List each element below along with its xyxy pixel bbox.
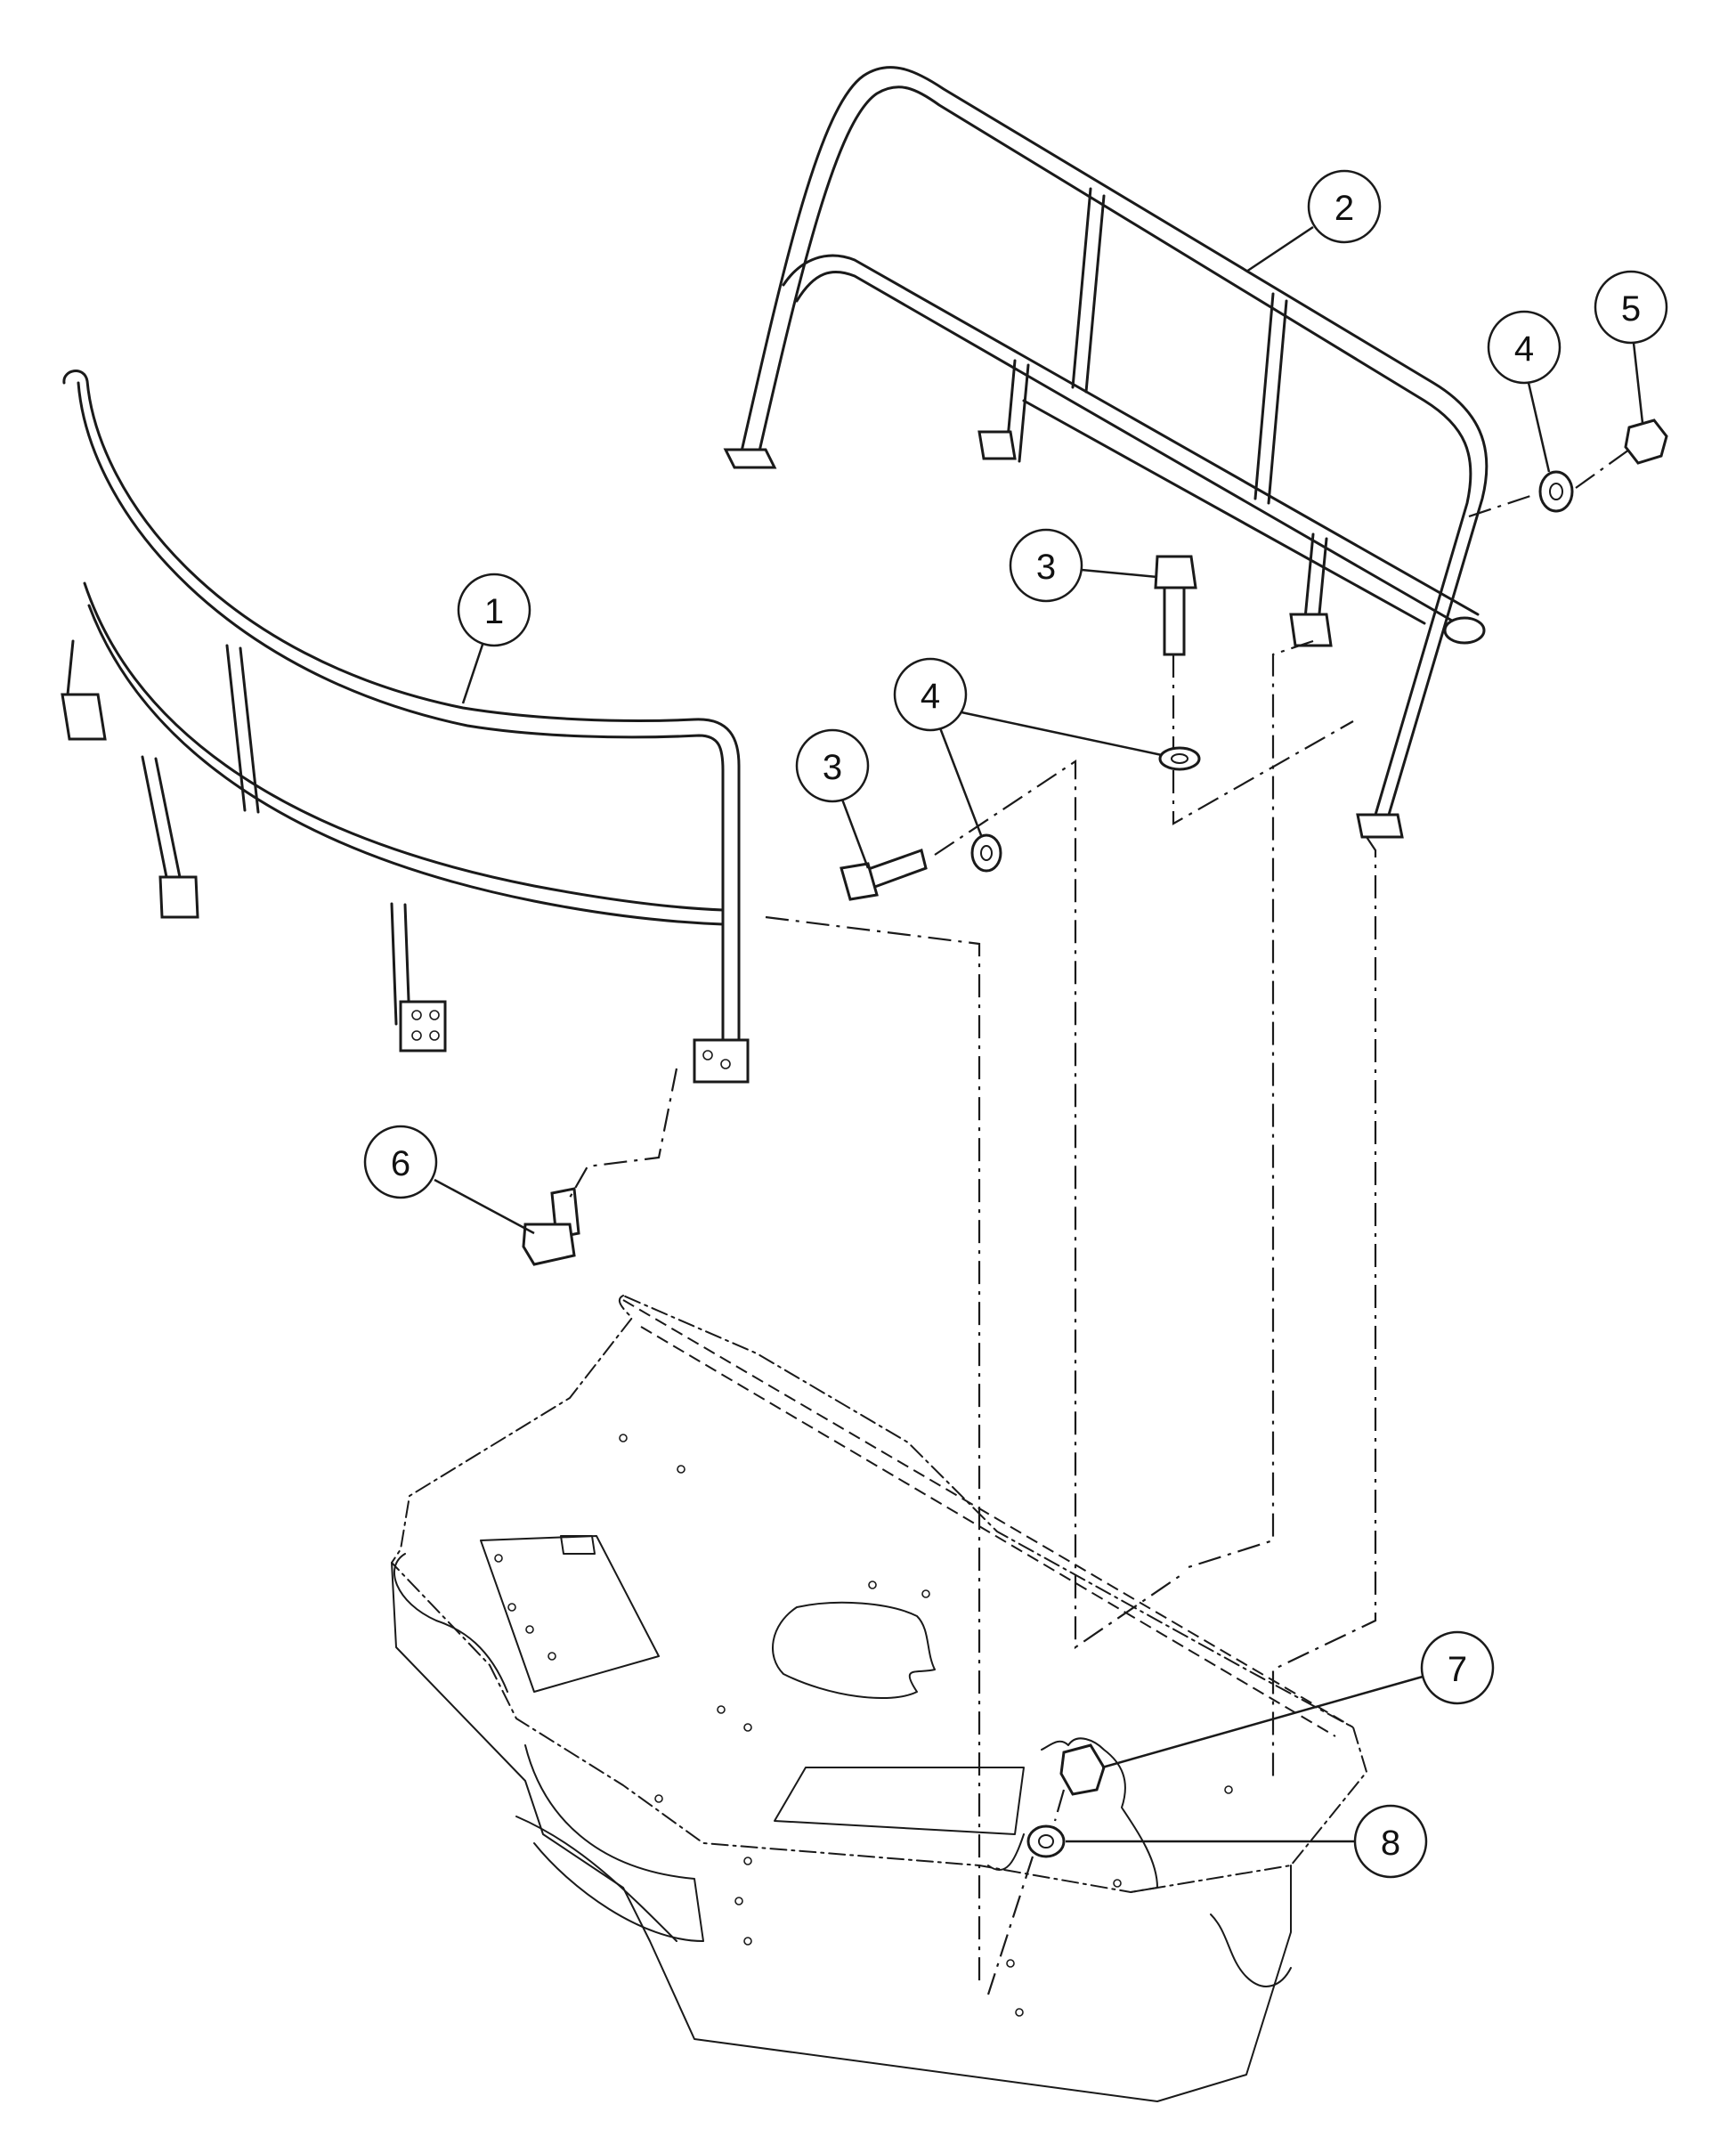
callouts: 1 2 3 3 4 4 5 6 7 8 [363,169,1668,1879]
nut-lower [1059,1743,1106,1796]
bolt-angled [840,849,928,901]
callout-8: 8 [1381,1824,1400,1863]
callout-7: 7 [1448,1650,1467,1689]
assembly-lines [569,449,1630,1995]
washer-left [970,833,1002,873]
vehicle-body [391,1295,1367,2102]
bolt-vertical [1154,555,1197,656]
washer-center [1158,746,1201,771]
callout-2: 2 [1334,189,1354,228]
rear-guard-rail [723,66,1489,839]
front-guard-rail [61,370,750,1084]
nut-right [1624,418,1668,465]
callout-4-right-washer: 4 [1514,329,1534,369]
callout-3-angled-bolt: 3 [823,748,842,787]
callout-3-vertical-bolt: 3 [1036,548,1056,587]
washer-lower [1026,1824,1066,1858]
callout-6: 6 [391,1144,410,1183]
washer-right [1538,470,1574,513]
callout-5: 5 [1621,289,1641,329]
callout-1: 1 [484,592,504,631]
bolt-lower-left [522,1187,580,1266]
callout-4-center-washer: 4 [921,677,940,716]
